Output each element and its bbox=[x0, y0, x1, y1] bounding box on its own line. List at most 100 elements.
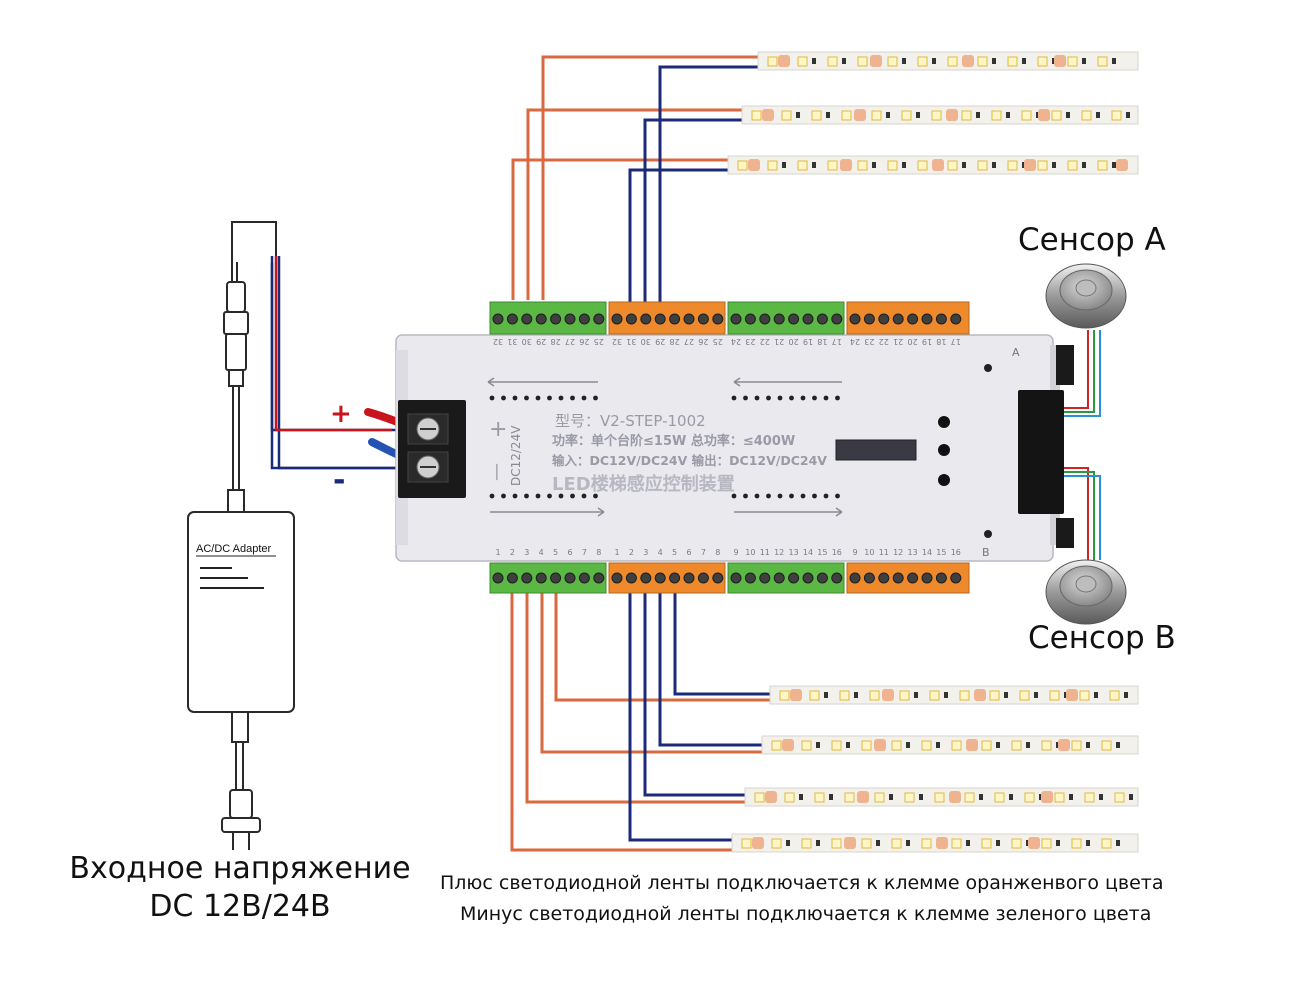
note-minus: Минус светодиодной ленты подключается к … bbox=[460, 903, 1152, 925]
port-number: 2 bbox=[510, 548, 515, 557]
port-number: 15 bbox=[817, 548, 827, 557]
port-number: 13 bbox=[789, 548, 799, 557]
port-number: 3 bbox=[643, 548, 648, 557]
port-number: 24 bbox=[850, 337, 860, 346]
adapter-output-wires bbox=[231, 221, 424, 470]
led-display bbox=[835, 439, 917, 461]
terminal-screw bbox=[921, 572, 933, 584]
indicator-dot bbox=[731, 493, 737, 499]
terminal-screw bbox=[730, 313, 742, 325]
bottom-terminal-screws bbox=[492, 572, 962, 584]
adapter-label: AC/DC Adapter bbox=[196, 543, 272, 555]
indicator-dot bbox=[823, 493, 829, 499]
port-number: 14 bbox=[922, 548, 932, 557]
port-number: 12 bbox=[893, 548, 903, 557]
indicator-dot bbox=[593, 395, 598, 401]
sensor-a-label: Сенсор A bbox=[1018, 222, 1166, 258]
terminal-screw bbox=[564, 572, 576, 584]
port-number: 11 bbox=[760, 548, 770, 557]
port-number: 17 bbox=[951, 337, 961, 346]
port-number: 7 bbox=[582, 548, 587, 557]
indicator-dot bbox=[777, 395, 783, 401]
terminal-screw bbox=[816, 572, 828, 584]
terminal-screw bbox=[802, 572, 814, 584]
button-2[interactable] bbox=[938, 444, 950, 456]
port-number: 30 bbox=[641, 337, 651, 346]
port-number: 3 bbox=[524, 548, 529, 557]
port-number: 20 bbox=[789, 337, 799, 346]
terminal-screw bbox=[506, 572, 518, 584]
terminal-screw bbox=[744, 572, 756, 584]
port-number: 25 bbox=[594, 337, 604, 346]
port-number: 10 bbox=[864, 548, 874, 557]
terminal-screw bbox=[878, 313, 890, 325]
terminal-screw bbox=[863, 572, 875, 584]
terminal-screw bbox=[831, 572, 843, 584]
port-number: 12 bbox=[774, 548, 784, 557]
port-number: 11 bbox=[879, 548, 889, 557]
terminal-screw bbox=[492, 313, 504, 325]
terminal-screw bbox=[849, 313, 861, 325]
indicator-dot bbox=[512, 493, 518, 499]
indicator-dot-rows bbox=[489, 395, 840, 499]
terminal-screw bbox=[831, 313, 843, 325]
terminal-screw bbox=[683, 313, 695, 325]
indicator-dot bbox=[524, 493, 529, 499]
port-number: 29 bbox=[536, 337, 546, 346]
indicator-dot bbox=[754, 493, 760, 499]
model-line: 型号：V2-STEP-1002 bbox=[555, 412, 706, 430]
terminal-screw bbox=[611, 313, 623, 325]
port-number: 15 bbox=[936, 548, 946, 557]
port-number: 27 bbox=[565, 337, 575, 346]
port-number: 25 bbox=[713, 337, 723, 346]
indicator-dot bbox=[547, 493, 552, 499]
indicator-dot bbox=[558, 395, 564, 401]
bottom-strip-wires bbox=[510, 590, 772, 852]
port-number: 8 bbox=[596, 548, 601, 557]
port-number: 32 bbox=[612, 337, 622, 346]
port-number: 19 bbox=[803, 337, 813, 346]
terminal-screw bbox=[907, 572, 919, 584]
terminal-screw bbox=[683, 572, 695, 584]
port-number: 21 bbox=[774, 337, 784, 346]
port-number: 22 bbox=[760, 337, 770, 346]
plus-sign: + bbox=[330, 399, 352, 429]
ac-dc-adapter: AC/DC Adapter bbox=[187, 511, 295, 713]
mount-hole-top bbox=[984, 364, 992, 372]
indicator-dot bbox=[512, 395, 518, 401]
port-number: 31 bbox=[507, 337, 517, 346]
terminal-screw bbox=[788, 313, 800, 325]
eu-plug-icon bbox=[221, 789, 261, 850]
port-number: 29 bbox=[655, 337, 665, 346]
port-number: 26 bbox=[698, 337, 708, 346]
port-number: 22 bbox=[879, 337, 889, 346]
led-strip-icon bbox=[769, 685, 1139, 705]
led-strip-icon bbox=[727, 155, 1139, 175]
indicator-dot bbox=[835, 493, 840, 499]
port-number: 24 bbox=[731, 337, 741, 346]
terminal-screw bbox=[535, 313, 547, 325]
port-number: 2 bbox=[629, 548, 634, 557]
top-terminal-screws bbox=[492, 313, 962, 325]
port-number: 17 bbox=[832, 337, 842, 346]
terminal-screw bbox=[506, 313, 518, 325]
terminal-screw bbox=[712, 313, 724, 325]
indicator-dot bbox=[835, 395, 840, 401]
button-1[interactable] bbox=[938, 416, 950, 428]
terminal-screw bbox=[669, 313, 681, 325]
terminal-screw bbox=[669, 572, 681, 584]
sensor-wires bbox=[1064, 330, 1101, 560]
input-caption-line1: Входное напряжение bbox=[69, 851, 411, 886]
indicator-dot bbox=[581, 493, 587, 499]
terminal-screw bbox=[593, 313, 605, 325]
indicator-dot bbox=[812, 395, 817, 401]
terminal-screw bbox=[878, 572, 890, 584]
indicator-dot bbox=[823, 395, 829, 401]
indicator-dot bbox=[593, 493, 598, 499]
terminal-screw bbox=[907, 313, 919, 325]
terminal-screw bbox=[625, 572, 637, 584]
terminal-screw bbox=[521, 572, 533, 584]
button-3[interactable] bbox=[938, 474, 950, 486]
port-number: 4 bbox=[539, 548, 544, 557]
